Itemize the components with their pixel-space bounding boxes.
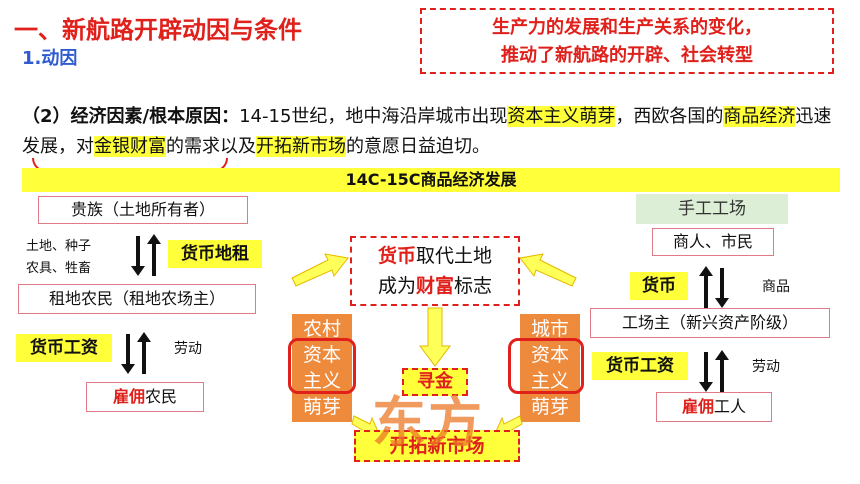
merchants-box: 商人、市民 xyxy=(652,228,774,256)
rural-capitalism-column: 农村 资本 主义 萌芽 xyxy=(292,314,352,422)
highlight-new-markets: 开拓新市场 xyxy=(256,136,346,157)
workshop-owner-box: 工场主（新兴资产阶级） xyxy=(590,308,830,338)
left-wage-arrows-icon xyxy=(121,332,151,374)
goods-line-1: 土地、种子 xyxy=(26,239,92,254)
urban-char-2: 资本 xyxy=(530,344,569,366)
rural-char-1: 农村 xyxy=(302,318,341,340)
rent-exchange-arrows-icon xyxy=(131,234,161,276)
hired-worker-red: 雇佣 xyxy=(681,397,714,417)
urban-char-3: 主义 xyxy=(530,370,569,392)
urban-char-4: 萌芽 xyxy=(530,396,569,418)
highlight-capitalism-sprouts: 资本主义萌芽 xyxy=(507,106,616,127)
rent-goods-label: 土地、种子 农具、牲畜 xyxy=(26,236,91,280)
key-point-note: 生产力的发展和生产关系的变化， 推动了新航路的开辟、社会转型 xyxy=(420,8,834,74)
highlight-gold-silver: 金银财富 xyxy=(94,136,166,157)
paragraph-text-4: ，对 xyxy=(58,136,94,157)
urban-highlight-ring xyxy=(508,338,584,394)
right-wage-box: 货币工资 xyxy=(592,352,688,380)
money-red: 货币 xyxy=(377,245,416,267)
center-down-arrow-icon xyxy=(419,307,451,367)
paragraph-text-2: ，西欧各国的 xyxy=(615,106,724,127)
page-title: 一、新航路开辟动因与条件 xyxy=(14,16,302,44)
tenant-farmer-box: 租地农民（租地农场主） xyxy=(18,284,256,314)
new-market-box: 开拓新市场 xyxy=(354,430,520,462)
wealth-post: 标志 xyxy=(454,275,493,297)
right-labor-label: 劳动 xyxy=(752,359,780,375)
rural-char-2: 资本 xyxy=(302,344,341,366)
highlight-commodity-economy: 商品经济 xyxy=(723,106,796,127)
workshop-box: 手工工场 xyxy=(636,194,788,224)
left-labor-label: 劳动 xyxy=(174,341,202,357)
hired-farmer-rest: 农民 xyxy=(145,387,178,407)
hired-red: 雇佣 xyxy=(112,387,145,407)
section-subtitle: 1.动因 xyxy=(22,48,78,69)
watermark-logo: 东方 xyxy=(372,390,484,454)
wealth-pre: 成为 xyxy=(377,275,416,297)
right-to-center-arrow-icon xyxy=(519,253,577,287)
note-line-2: 推动了新航路的开辟、社会转型 xyxy=(501,45,753,66)
hired-worker-rest: 工人 xyxy=(714,397,747,417)
paragraph-text-5: 的需求以及 xyxy=(166,136,256,157)
money-rent-box: 货币地租 xyxy=(168,240,262,268)
paragraph-text-6: 的意愿日益迫切。 xyxy=(346,136,490,157)
economic-factor-paragraph: （2）经济因素/根本原因：14-15世纪，地中海沿岸城市出现资本主义萌芽，西欧各… xyxy=(22,102,842,162)
right-wage-arrows-icon xyxy=(699,350,729,392)
goods-line-2: 农具、牲畜 xyxy=(26,261,92,276)
paragraph-label: （2）经济因素/根本原因： xyxy=(22,106,240,127)
wealth-red: 财富 xyxy=(415,275,454,297)
hired-farmer-box: 雇佣农民 xyxy=(86,382,204,412)
paragraph-text-1: 14-15世纪，地中海沿岸城市出现 xyxy=(239,106,508,127)
wealth-line: 成为财富标志 xyxy=(378,271,492,301)
rural-char-4: 萌芽 xyxy=(302,396,341,418)
right-trade-arrows-icon xyxy=(699,266,729,308)
gold-seeking-box: 寻金 xyxy=(402,368,468,396)
left-to-center-arrow-icon xyxy=(291,253,349,287)
hired-worker-box: 雇佣工人 xyxy=(656,392,772,422)
money-line: 货币取代土地 xyxy=(378,241,492,271)
paragraph-text-3: 迅速发展 xyxy=(22,106,832,157)
rural-highlight-ring xyxy=(288,338,356,394)
noble-box: 贵族（土地所有者） xyxy=(38,196,248,224)
goods-label: 商品 xyxy=(762,279,790,295)
right-money-box: 货币 xyxy=(630,272,688,300)
left-wage-box: 货币工资 xyxy=(16,334,112,362)
money-rest: 取代土地 xyxy=(416,245,493,267)
money-replaces-land-box: 货币取代土地 成为财富标志 xyxy=(350,236,520,306)
diagram-banner: 14C-15C商品经济发展 xyxy=(22,168,840,192)
note-line-1: 生产力的发展和生产关系的变化， xyxy=(492,17,762,38)
urban-char-1: 城市 xyxy=(530,318,569,340)
urban-capitalism-column: 城市 资本 主义 萌芽 xyxy=(520,314,580,422)
rural-char-3: 主义 xyxy=(302,370,341,392)
